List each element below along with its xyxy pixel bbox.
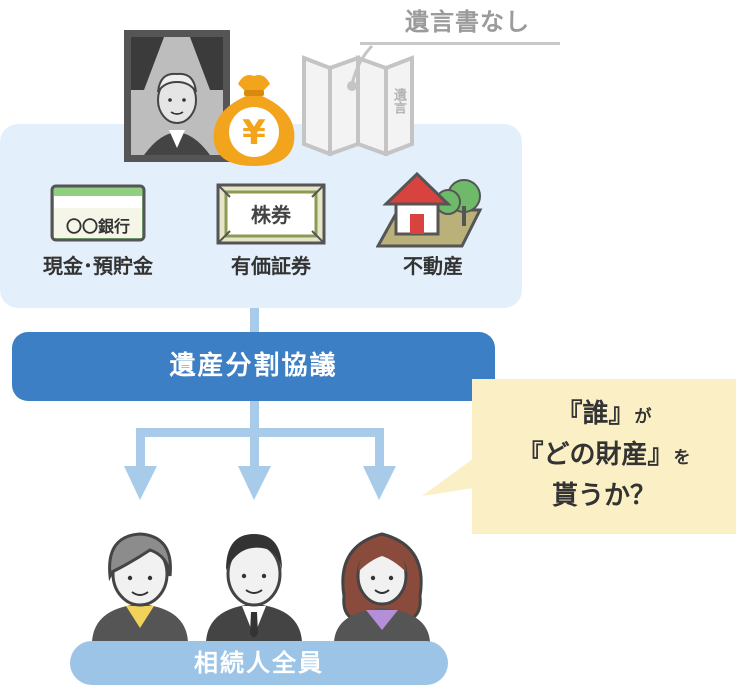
will-document-icon [302, 44, 414, 156]
bubble-which-asset-tail: を [673, 448, 691, 468]
no-will-underline [360, 42, 560, 45]
heir-elderly-woman-icon [92, 532, 188, 642]
stock-certificate-text: 株券 [251, 203, 291, 227]
estate-division-bar: 遺産分割協議 [12, 332, 495, 401]
asset-label-cash: 現金･預貯金 [43, 254, 153, 278]
stock-certificate-icon [216, 183, 326, 245]
money-bag-icon: ¥ [213, 75, 295, 166]
asset-label-securities: 有価証券 [231, 254, 311, 278]
bubble-which-asset: 『どの財産』 [517, 440, 674, 470]
bubble-who: 『誰』 [556, 399, 635, 429]
heir-young-woman-icon [334, 532, 430, 642]
yen-symbol: ¥ [242, 113, 266, 153]
bubble-receive: 貰うか？ [551, 481, 656, 511]
speech-bubble-text: 『誰』が 『どの財産』を 貰うか？ [472, 395, 736, 515]
speech-bubble [472, 379, 736, 534]
house-icon [376, 171, 483, 248]
deceased-portrait-icon [124, 30, 230, 162]
no-will-label: 遺言書なし [405, 8, 530, 36]
all-heirs-bar: 相続人全員 [70, 641, 448, 685]
heir-man-icon [206, 534, 302, 642]
bubble-who-tail: が [634, 407, 652, 427]
will-text: 遺言 [391, 88, 406, 114]
asset-label-real-estate: 不動産 [403, 254, 463, 278]
bankbook-icon [50, 184, 146, 242]
bankbook-text: 〇〇銀行 [65, 217, 130, 236]
speech-bubble-tail [422, 458, 474, 496]
